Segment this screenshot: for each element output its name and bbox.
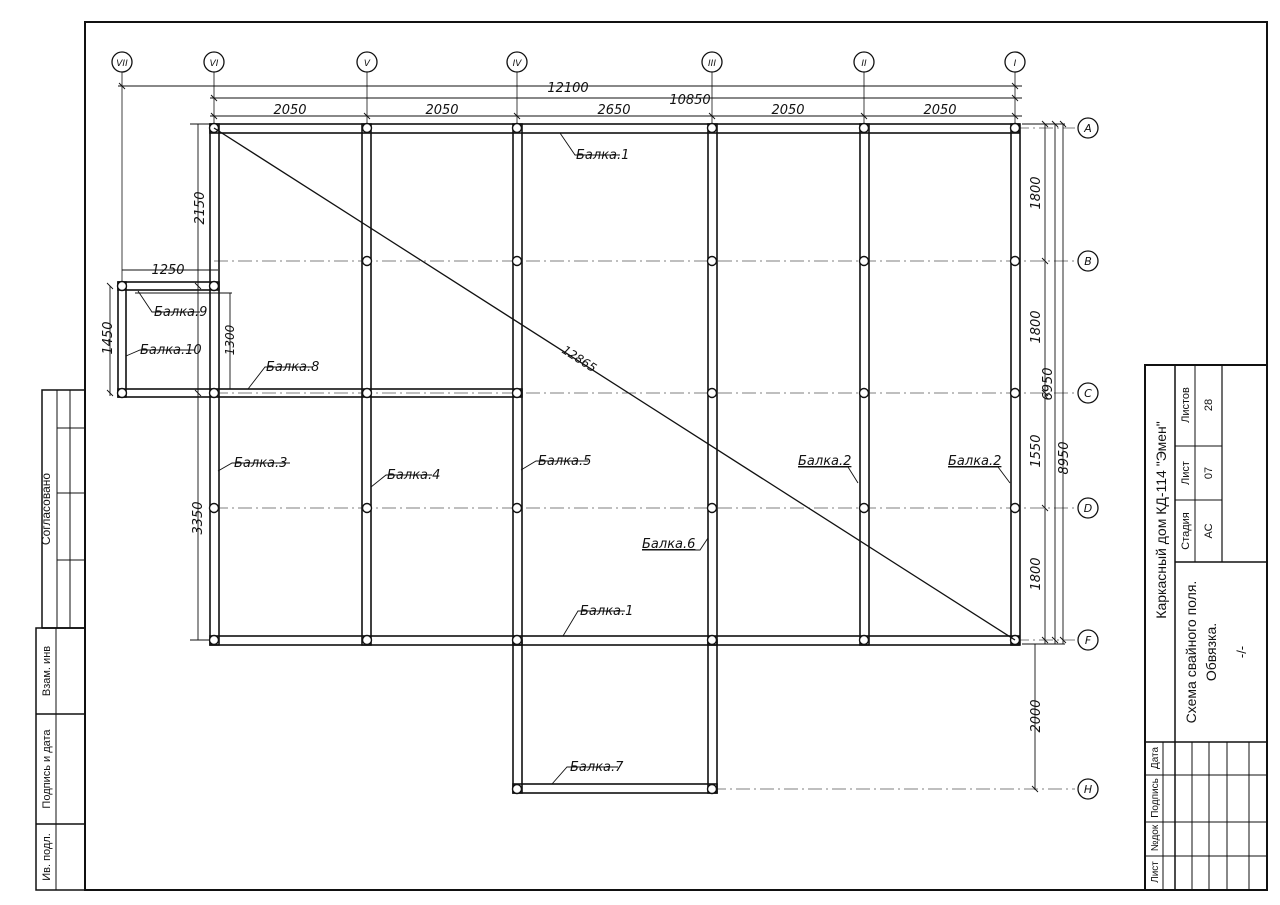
- dim-left-bottom: 3350: [191, 501, 206, 534]
- stage-label: Стадия: [1180, 512, 1192, 550]
- scale-value: -/-: [1234, 646, 1249, 658]
- dim-right-ab: 1800: [1029, 176, 1044, 209]
- left-dimension-lines: [106, 123, 232, 641]
- dim-right-cd: 1550: [1029, 434, 1044, 467]
- col-ndoc: №док: [1150, 824, 1161, 851]
- axis-label-iii: III: [708, 59, 716, 69]
- axis-label-h: H: [1084, 783, 1092, 796]
- axis-label-a: A: [1083, 122, 1092, 135]
- axis-label-c: C: [1084, 387, 1092, 400]
- label-beam10: Балка.10: [140, 343, 202, 358]
- axis-label-vi: VI: [210, 59, 219, 69]
- label-beam4: Балка.4: [387, 468, 440, 483]
- axis-label-iv: IV: [513, 59, 523, 69]
- dim-right-df: 1800: [1029, 557, 1044, 590]
- col-list: Лист: [1150, 861, 1161, 883]
- right-dimension-lines: [1022, 120, 1067, 793]
- stage-value: АС: [1203, 523, 1215, 538]
- dim-right-bc: 1800: [1029, 310, 1044, 343]
- dim-span-v-iv: 2050: [425, 103, 458, 118]
- agreed-label: Согласовано: [39, 473, 53, 545]
- axis-label-ii: II: [861, 59, 867, 69]
- sheet-value: 07: [1203, 467, 1215, 479]
- dim-ext-width: 1250: [151, 263, 184, 278]
- sheet-label: Лист: [1180, 461, 1192, 485]
- beam-leaders: [125, 132, 1011, 785]
- col-date: Дата: [1150, 746, 1161, 769]
- diagonal-line: [213, 127, 1016, 641]
- top-dimension-lines: [118, 82, 1022, 120]
- dim-total-main: 10850: [669, 93, 710, 108]
- label-beam2-b: Балка.2: [948, 454, 1001, 469]
- dim-span-iii-ii: 2050: [771, 103, 804, 118]
- dim-span-iv-iii: 2650: [597, 103, 630, 118]
- label-beam1-top: Балка.1: [576, 148, 629, 163]
- label-beam8: Балка.8: [266, 360, 319, 375]
- side-stamp: Согласовано Взам. инв Подпись и дата Ив.…: [35, 389, 86, 891]
- project-name: Каркасный дом КД-114 "Эмен": [1153, 421, 1169, 618]
- dim-right-total1: 6950: [1041, 367, 1056, 400]
- axis-label-d: D: [1084, 502, 1092, 515]
- dim-total-overall: 12100: [547, 81, 588, 96]
- label-beam7: Балка.7: [570, 760, 624, 775]
- dim-span-ii-i: 2050: [923, 103, 956, 118]
- label-beam1-bottom: Балка.1: [580, 604, 633, 619]
- label-beam3: Балка.3: [234, 456, 287, 471]
- axis-label-i: I: [1014, 59, 1017, 69]
- piles: [116, 122, 1021, 795]
- dim-right-fh: 2000: [1029, 699, 1044, 732]
- title-block: Каркасный дом КД-114 "Эмен" Схема свайно…: [1144, 364, 1268, 891]
- axis-label-f: F: [1085, 634, 1092, 647]
- sheets-label: Листов: [1180, 387, 1192, 423]
- inv-orig-label: Ив. подл.: [41, 833, 53, 881]
- dim-ext-inner: 1300: [223, 324, 237, 355]
- label-beam9: Балка.9: [154, 305, 207, 320]
- axis-label-b: B: [1084, 255, 1092, 268]
- sheet-title-line2: Обвязка.: [1203, 623, 1219, 681]
- label-beam5: Балка.5: [538, 454, 591, 469]
- dim-left-top: 2150: [193, 191, 208, 224]
- axis-bubbles-right: A B C D F H: [1077, 117, 1099, 800]
- replaced-inv-label: Взам. инв: [41, 646, 53, 696]
- label-beam2-a: Балка.2: [798, 454, 851, 469]
- sheets-value: 28: [1203, 399, 1215, 411]
- axis-label-vii: VII: [116, 59, 128, 69]
- dim-ext-height: 1450: [101, 321, 116, 354]
- dim-right-total2: 8950: [1057, 441, 1072, 474]
- label-beam6: Балка.6: [642, 537, 695, 552]
- axis-label-v: V: [364, 59, 371, 69]
- sign-date-label: Подпись и дата: [41, 729, 53, 809]
- sheet-title-line1: Схема свайного поля.: [1183, 581, 1199, 724]
- col-sign: Подпись: [1150, 778, 1161, 818]
- axis-grid-lines: [214, 127, 1075, 790]
- dim-diagonal: 12865: [559, 343, 599, 375]
- dim-span-vi-v: 2050: [273, 103, 306, 118]
